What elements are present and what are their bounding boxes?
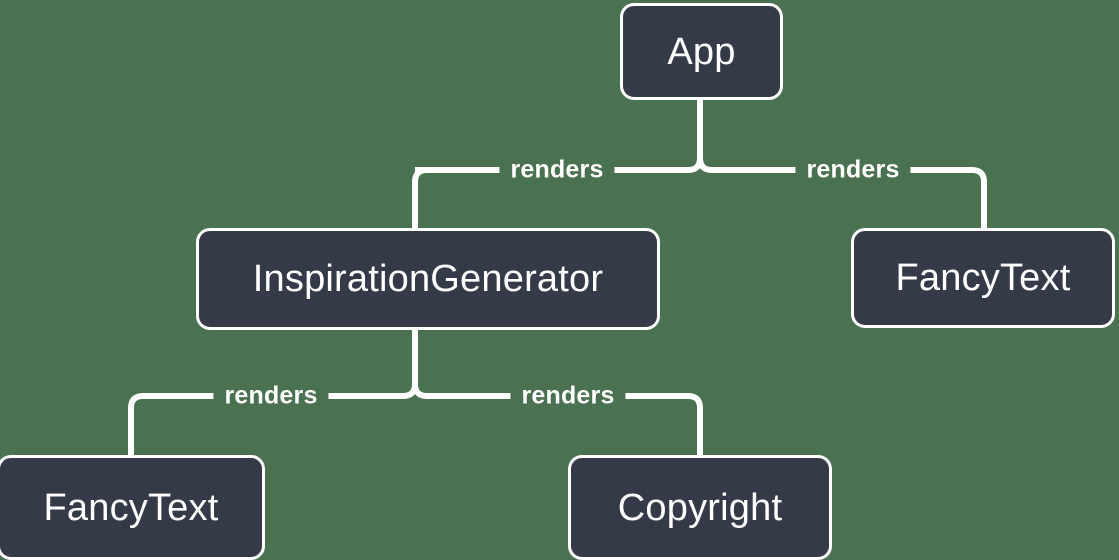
edge-label-inspiration-generator-to-fancytext-bottom: renders [213,383,329,409]
node-inspiration-generator[interactable]: InspirationGenerator [196,228,660,330]
edge-label-app-to-fancytext-right: renders [795,157,911,183]
edge-app-to-inspiration-generator [412,167,428,228]
node-copyright-label: Copyright [617,486,783,529]
edge-inspiration-generator-fork-right [412,383,688,399]
node-fancytext-right[interactable]: FancyText [851,228,1115,328]
node-fancytext-bottom[interactable]: FancyText [0,455,265,560]
edge-label-app-to-inspiration-generator: renders [499,157,615,183]
edge-inspiration-generator-to-fancytext-bottom [128,393,144,455]
edge-label-inspiration-generator-to-copyright: renders [510,383,626,409]
node-fancytext-bottom-label: FancyText [43,486,219,529]
edge-app-to-fancytext-right [971,167,987,228]
node-fancytext-right-label: FancyText [895,257,1071,299]
edge-app-fork-right [697,157,972,173]
edge-inspiration-generator-to-copyright [687,393,703,455]
node-app-label: App [667,30,736,73]
node-copyright[interactable]: Copyright [568,455,832,560]
node-app[interactable]: App [620,3,783,100]
node-inspiration-generator-label: InspirationGenerator [252,258,604,300]
